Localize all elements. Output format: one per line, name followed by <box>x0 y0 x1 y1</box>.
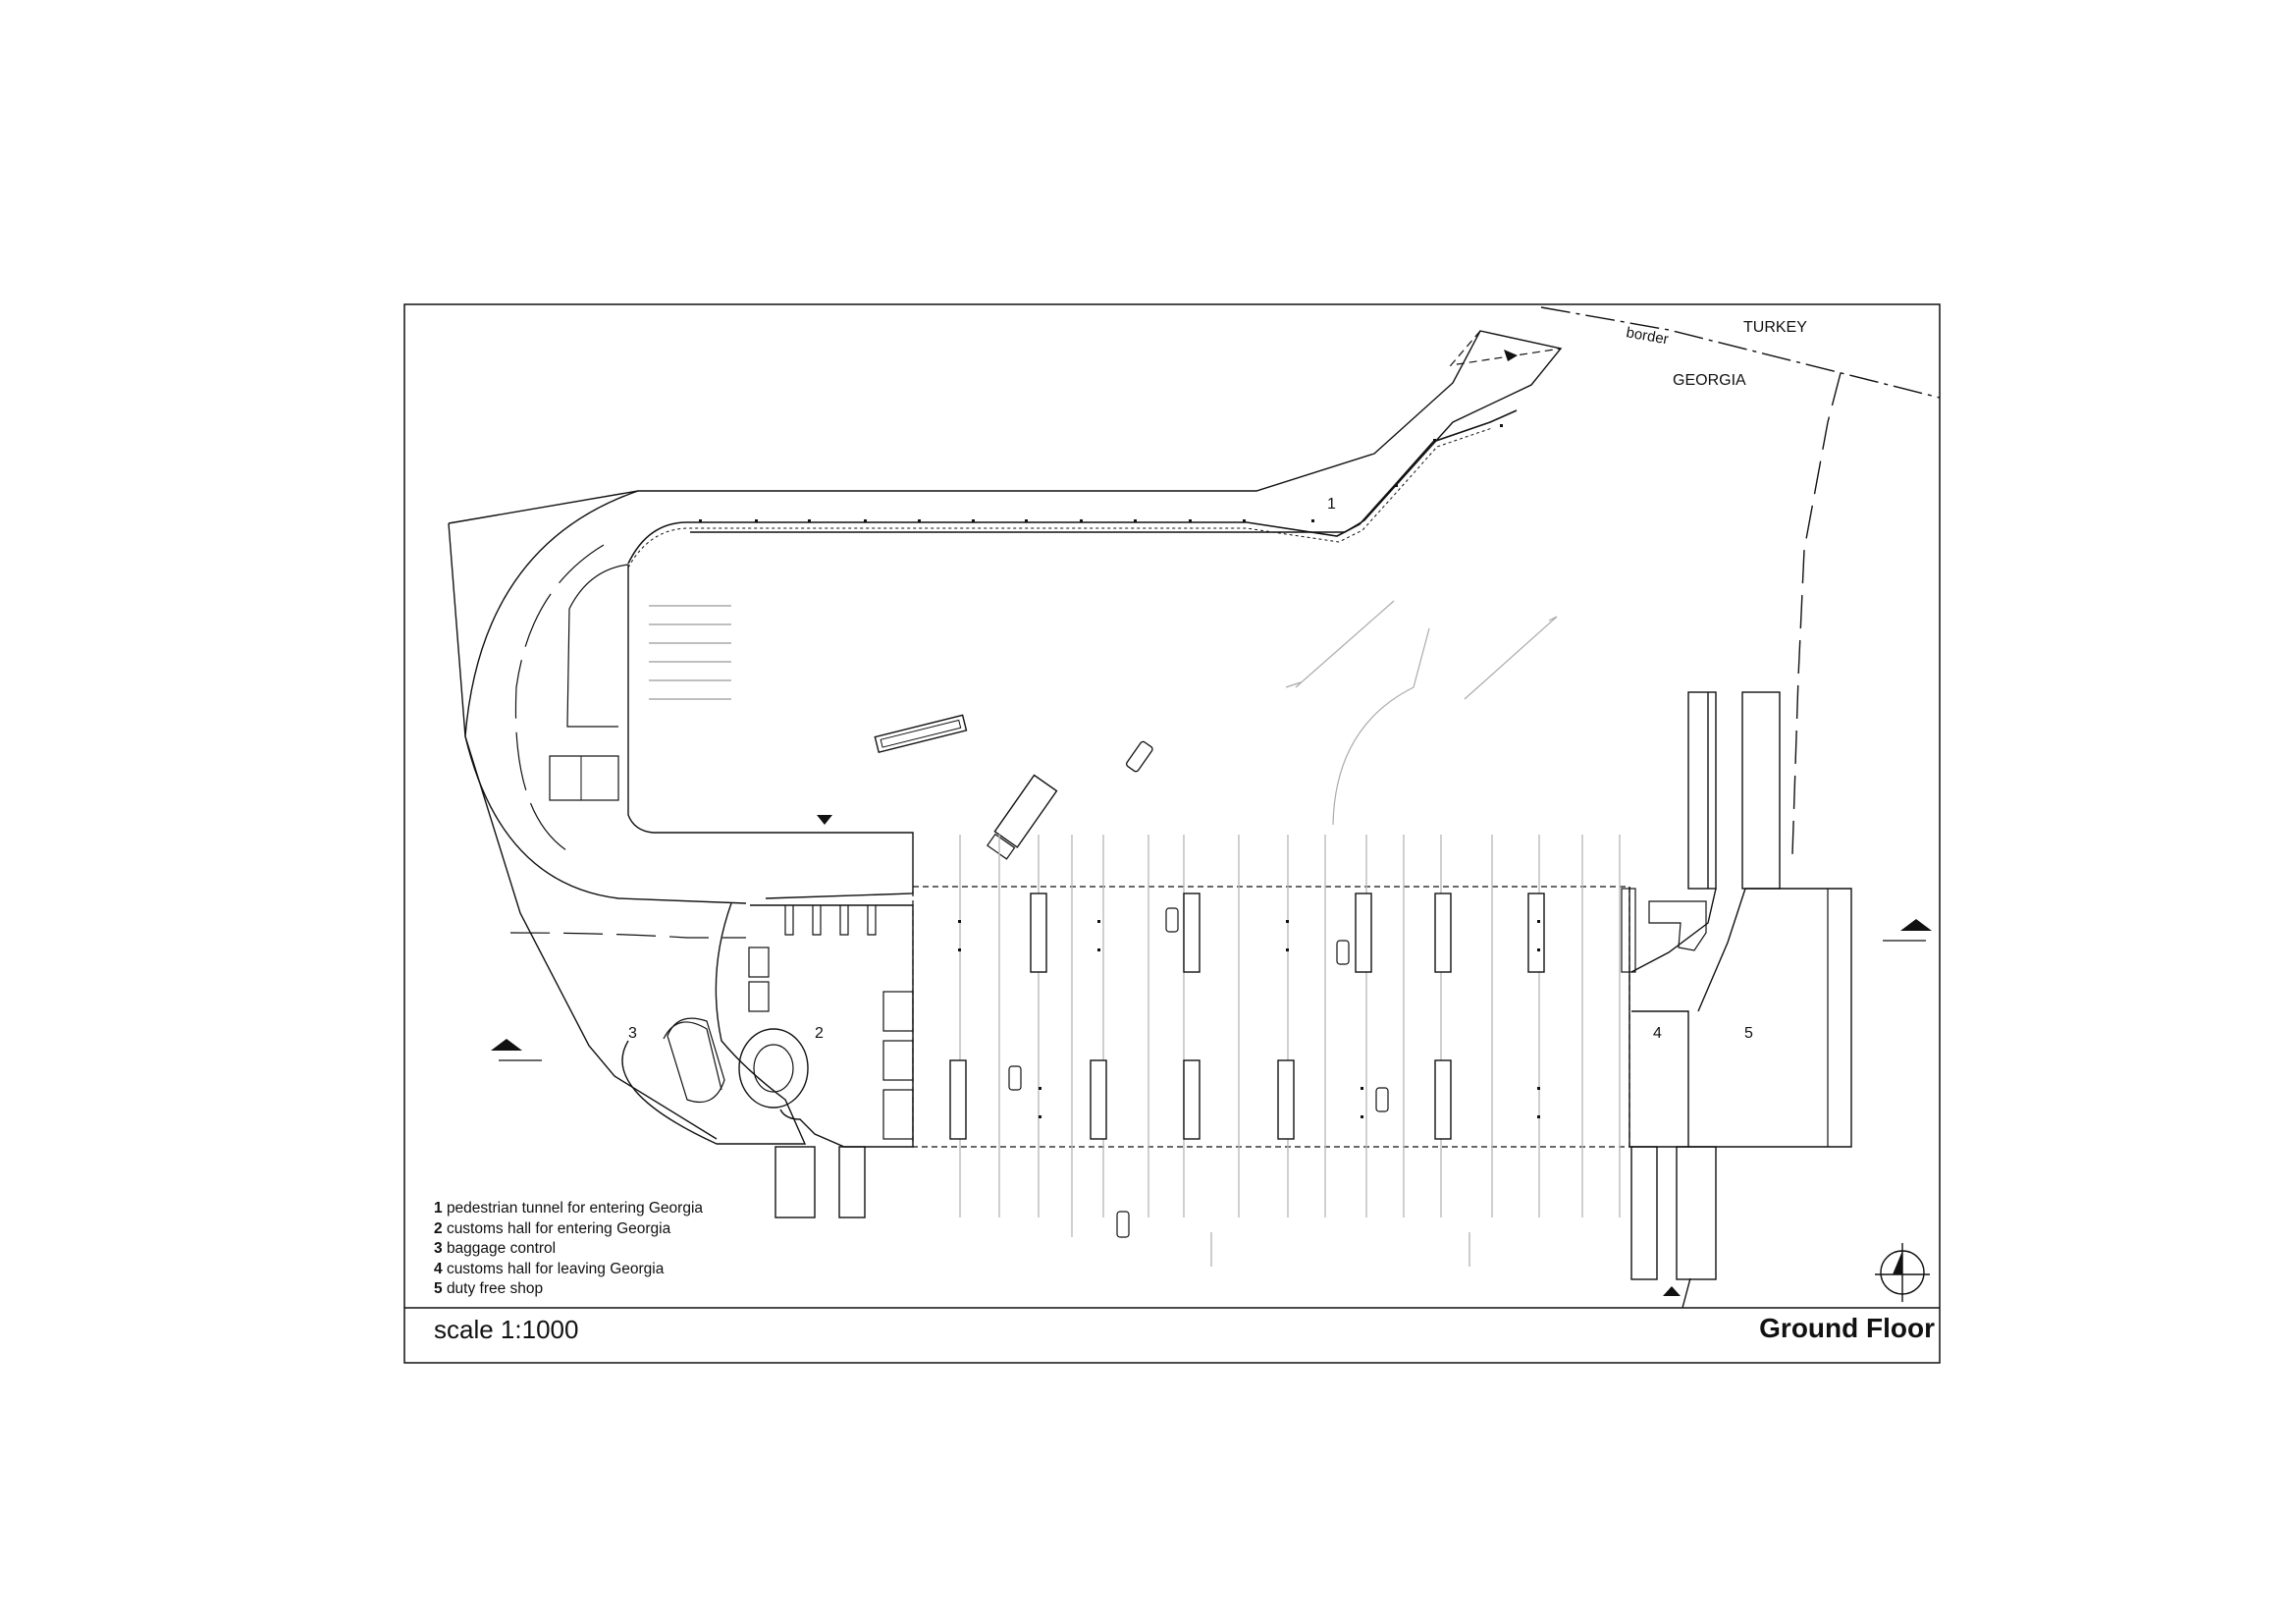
baggage-building <box>667 1017 725 1104</box>
legend-number: 2 <box>434 1219 443 1237</box>
section-marker-icon <box>1504 350 1518 361</box>
legend-item: 5 duty free shop <box>434 1279 703 1300</box>
hall-4-ramp <box>1630 888 1746 1012</box>
hall-4-counter <box>1648 900 1707 951</box>
hall-2-piers <box>774 1146 866 1218</box>
duty-free-shop <box>1688 888 1852 1148</box>
hall-4-gate <box>1621 888 1636 973</box>
customs-hall-4 <box>1629 887 1689 1148</box>
legend-item: 2 customs hall for entering Georgia <box>434 1219 703 1240</box>
property-boundary <box>1791 372 1842 855</box>
scale-label: scale 1:1000 <box>434 1315 579 1344</box>
lower-road-edge <box>509 932 746 939</box>
legend-item: 1 pedestrian tunnel for entering Georgia <box>434 1199 703 1219</box>
roundabout-inner <box>753 1044 794 1093</box>
drawing-frame <box>403 303 1941 1364</box>
roundabout-outer <box>738 1028 809 1109</box>
tunnel-wall-inner <box>627 427 1493 568</box>
tunnel-outline-upper <box>448 330 1563 533</box>
site-road-curve-inner <box>566 564 629 728</box>
legend-text: duty free shop <box>446 1280 544 1297</box>
section-marker-icon <box>817 815 832 825</box>
booth-dots <box>958 920 1540 1118</box>
car-vehicle <box>1126 740 1153 773</box>
legend: 1 pedestrian tunnel for entering Georgia… <box>434 1199 703 1300</box>
section-marker-icon <box>491 1039 542 1061</box>
customs-booths <box>949 893 1545 1140</box>
site-road-curve-mid <box>514 544 605 853</box>
area-label-5: 5 <box>1744 1025 1753 1042</box>
legend-text: customs hall for leaving Georgia <box>446 1260 665 1277</box>
site-road-curve-outer <box>464 490 747 904</box>
canopy-outline <box>912 886 1630 1148</box>
legend-text: baggage control <box>446 1240 557 1257</box>
georgia-label: GEORGIA <box>1673 372 1746 389</box>
lane-lines <box>959 835 1621 1237</box>
traffic-arrows <box>1210 600 1558 1267</box>
hall-2-counters <box>748 905 914 1140</box>
tunnel-wall <box>627 409 1518 565</box>
drawing-title: Ground Floor <box>1759 1313 1935 1343</box>
legend-number: 1 <box>434 1200 443 1217</box>
legend-item: 4 customs hall for leaving Georgia <box>434 1260 703 1280</box>
tunnel-dashed-edge <box>1449 330 1562 366</box>
section-marker-icon <box>1663 1286 1681 1296</box>
legend-item: 3 baggage control <box>434 1239 703 1260</box>
parking-bay <box>549 755 619 801</box>
inner-plaza-edge <box>627 565 914 899</box>
property-boundary-lower <box>1682 1277 1691 1309</box>
turkey-label: TURKEY <box>1743 319 1807 336</box>
border-label: border <box>1625 324 1670 348</box>
customs-hall-2 <box>750 904 914 1148</box>
baggage-loop <box>621 902 807 1145</box>
section-marker-icon <box>1883 919 1932 942</box>
legend-text: pedestrian tunnel for entering Georgia <box>446 1200 704 1217</box>
site-left-edge <box>448 522 718 1140</box>
legend-number: 3 <box>434 1240 443 1257</box>
lane-cars <box>1008 907 1389 1238</box>
area-label-1: 1 <box>1327 496 1336 513</box>
area-label-4: 4 <box>1653 1025 1662 1042</box>
legend-number: 5 <box>434 1280 443 1297</box>
tunnel-columns <box>699 424 1503 522</box>
legend-number: 4 <box>434 1260 443 1277</box>
north-arrow-icon <box>1875 1243 1930 1302</box>
bridge-piers <box>1630 691 1781 1280</box>
area-label-2: 2 <box>815 1025 824 1042</box>
bus-vehicle <box>874 714 968 754</box>
legend-text: customs hall for entering Georgia <box>446 1219 671 1237</box>
area-label-3: 3 <box>628 1025 637 1042</box>
truck-vehicle <box>986 774 1058 860</box>
baggage-loop-inner <box>663 1021 722 1091</box>
parking-lines <box>649 605 731 700</box>
